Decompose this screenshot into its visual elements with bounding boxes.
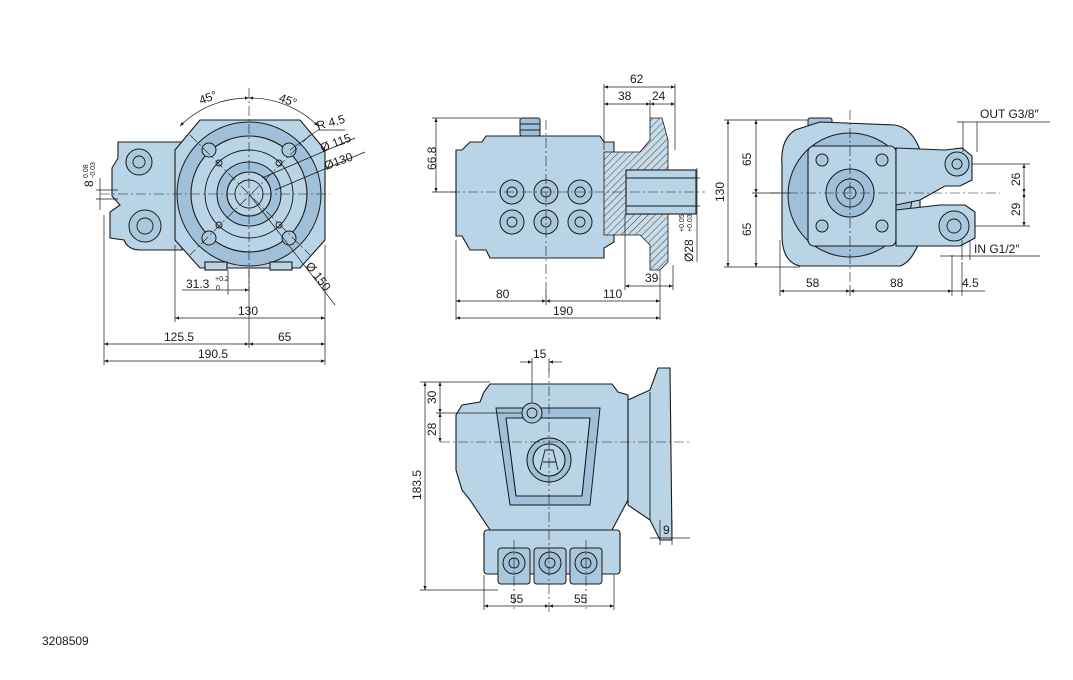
side-oil-cap bbox=[519, 117, 541, 137]
front-bolt-hole bbox=[281, 230, 297, 246]
rear-dim-26: 26 bbox=[1009, 172, 1023, 186]
front-angle-right-label: 45° bbox=[277, 91, 299, 110]
side-dim-38: 38 bbox=[618, 89, 632, 103]
front-dim-65: 65 bbox=[278, 330, 292, 344]
side-dim-62: 62 bbox=[630, 72, 644, 86]
side-dim-110: 110 bbox=[603, 287, 622, 301]
top-dim-183-5: 183.5 bbox=[410, 470, 424, 500]
front-offset-value: 31.3 bbox=[186, 277, 210, 291]
top-dim-55-right: 55 bbox=[574, 592, 588, 606]
front-dim-190-5: 190.5 bbox=[198, 347, 228, 361]
side-shaft-tol-lower: +0.03 bbox=[687, 214, 694, 232]
front-bolt-hole bbox=[281, 142, 297, 158]
rear-dim-130: 130 bbox=[713, 182, 727, 202]
rear-dim-65-bottom: 65 bbox=[740, 222, 754, 236]
side-view: 62 38 24 66.8 Ø28 +0.05 +0.03 39 80 110 … bbox=[425, 72, 705, 320]
front-bolt-hole bbox=[201, 142, 217, 158]
top-oil-plug bbox=[521, 402, 543, 424]
side-dim-39: 39 bbox=[645, 271, 659, 285]
front-bolt-hole bbox=[201, 230, 217, 246]
top-dim-15: 15 bbox=[533, 347, 547, 361]
front-lower-port bbox=[128, 209, 162, 243]
side-dim-80: 80 bbox=[496, 287, 510, 301]
front-offset-tol-upper: +0.2 bbox=[215, 276, 229, 283]
rear-dim-29: 29 bbox=[1009, 202, 1023, 216]
front-key-value: 8 bbox=[82, 180, 96, 187]
rear-outlet-port bbox=[944, 151, 970, 177]
top-dim-28: 28 bbox=[425, 422, 439, 436]
front-key-tol-upper: 0.08 bbox=[83, 164, 90, 178]
front-offset-tol-lower: 0 bbox=[216, 285, 220, 292]
drawing-code: 3208509 bbox=[42, 634, 89, 648]
side-dim-66-8: 66.8 bbox=[425, 146, 439, 170]
side-shaft-tol-upper: +0.05 bbox=[679, 214, 686, 232]
rear-view: 130 65 65 OUT G3/8″ 26 29 IN G1/2″ 58 88… bbox=[713, 107, 1050, 296]
front-view: 45° 45° R 4.5 Ø 115 Ø130 Ø 150 8 0.08 -0… bbox=[82, 88, 366, 365]
rear-in-label: IN G1/2″ bbox=[974, 242, 1020, 256]
top-view: 15 30 28 183.5 9 55 55 bbox=[410, 347, 690, 612]
front-upper-port bbox=[125, 148, 153, 176]
top-dim-30: 30 bbox=[425, 390, 439, 404]
side-dim-190: 190 bbox=[553, 304, 573, 318]
front-angle-left-label: 45° bbox=[197, 88, 219, 107]
rear-dim-65-top: 65 bbox=[740, 152, 754, 166]
top-dim-55-left: 55 bbox=[510, 592, 524, 606]
front-dim-125-5: 125.5 bbox=[164, 330, 194, 344]
side-lower-port bbox=[499, 209, 525, 235]
front-dim-130: 130 bbox=[238, 304, 258, 318]
rear-dim-4-5: 4.5 bbox=[962, 276, 979, 290]
top-dim-9: 9 bbox=[663, 523, 670, 537]
side-lower-port bbox=[567, 209, 593, 235]
front-key-tol-lower: -0.03 bbox=[90, 162, 97, 178]
rear-dim-88: 88 bbox=[890, 276, 904, 290]
rear-inlet-port bbox=[938, 210, 970, 242]
rear-out-label: OUT G3/8″ bbox=[980, 107, 1039, 121]
rear-dim-58: 58 bbox=[806, 276, 820, 290]
top-valve-nut bbox=[538, 551, 562, 575]
side-shaft-dia: Ø28 bbox=[682, 239, 696, 262]
side-dim-24: 24 bbox=[652, 89, 666, 103]
front-dia-150-label: Ø 150 bbox=[303, 259, 334, 294]
